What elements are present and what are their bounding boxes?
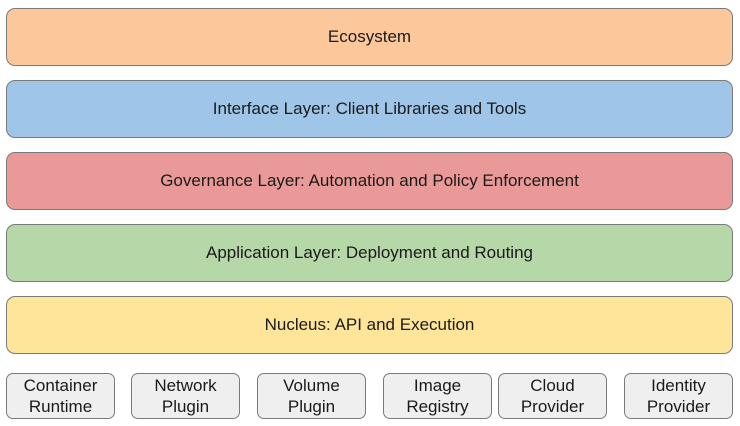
layer-label: Interface Layer: Client Libraries and To…: [212, 99, 527, 118]
layer-label: Application Layer: Deployment and Routin…: [206, 243, 533, 262]
plugin-label-line2: Provider: [520, 397, 585, 416]
plugin-label-line1: Container: [23, 376, 98, 395]
plugin-identity-provider: Identity Provider: [624, 373, 733, 419]
plugin-label-line2: Runtime: [28, 397, 93, 416]
layer-ecosystem: Ecosystem: [6, 8, 733, 66]
plugin-image-registry: Image Registry: [383, 373, 492, 419]
plugin-label-line1: Cloud: [530, 376, 575, 395]
plugin-label-line2: Registry: [406, 397, 469, 416]
layer-label: Nucleus: API and Execution: [264, 315, 475, 334]
layer-label: Governance Layer: Automation and Policy …: [160, 171, 579, 190]
plugin-label-line2: Plugin: [161, 397, 210, 416]
layer-nucleus: Nucleus: API and Execution: [6, 296, 733, 354]
plugin-container-runtime: Container Runtime: [6, 373, 115, 419]
plugin-label-line2: Provider: [646, 397, 711, 416]
plugin-label-line1: Image: [413, 376, 462, 395]
plugin-cloud-provider: Cloud Provider: [498, 373, 607, 419]
plugin-label-line1: Identity: [651, 376, 706, 395]
plugin-network: Network Plugin: [131, 373, 240, 419]
layer-label: Ecosystem: [327, 27, 412, 46]
layer-application: Application Layer: Deployment and Routin…: [6, 224, 733, 282]
layer-governance: Governance Layer: Automation and Policy …: [6, 152, 733, 210]
plugin-volume: Volume Plugin: [257, 373, 366, 419]
layer-interface: Interface Layer: Client Libraries and To…: [6, 80, 733, 138]
plugin-label-line1: Volume: [283, 376, 340, 395]
plugin-label-line2: Plugin: [287, 397, 336, 416]
plugin-label-line1: Network: [154, 376, 217, 395]
